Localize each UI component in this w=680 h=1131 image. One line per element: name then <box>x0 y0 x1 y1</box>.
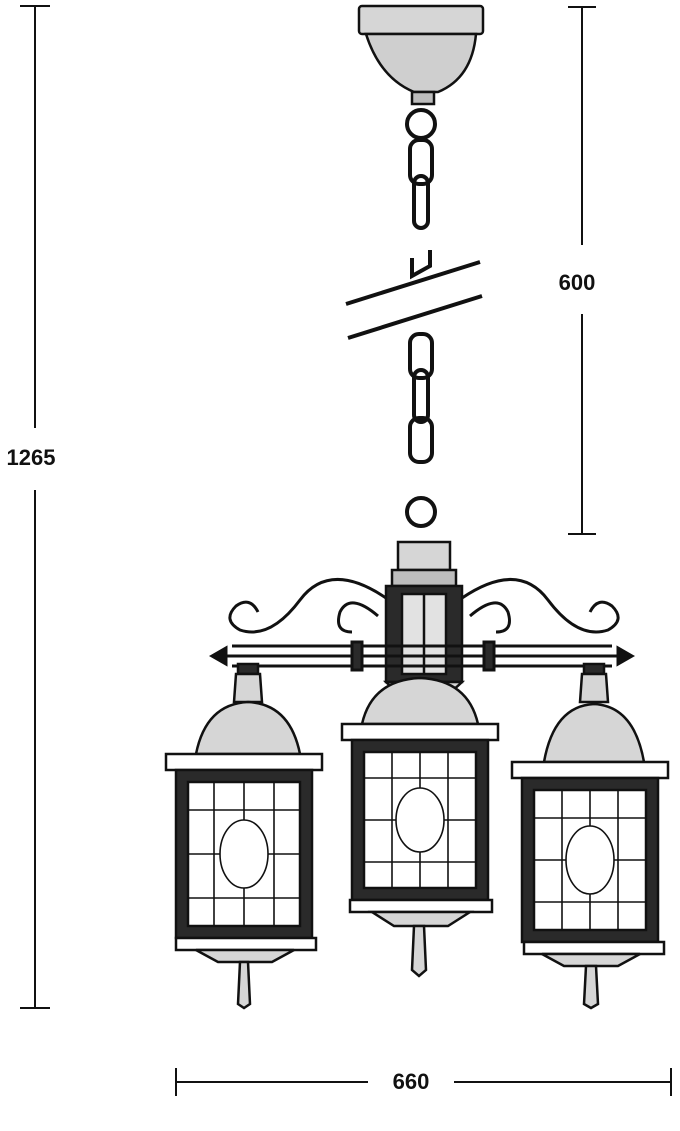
chain <box>405 108 437 528</box>
chain-dimension <box>568 6 596 535</box>
lantern-right <box>510 662 670 1010</box>
width-label: 660 <box>393 1069 430 1094</box>
width-dimension <box>175 1068 672 1096</box>
height-dimension <box>20 5 50 1009</box>
chain-break-marks <box>345 260 483 340</box>
chain-length-label: 600 <box>559 270 596 295</box>
lantern-right-lattice <box>534 790 646 930</box>
lantern-left-lattice <box>188 782 300 926</box>
ceiling-canopy <box>357 4 485 106</box>
lantern-center <box>340 676 500 978</box>
lantern-center-lattice <box>364 752 476 888</box>
lantern-left <box>164 662 324 1010</box>
height-label: 1265 <box>7 445 56 470</box>
arms <box>208 578 636 672</box>
